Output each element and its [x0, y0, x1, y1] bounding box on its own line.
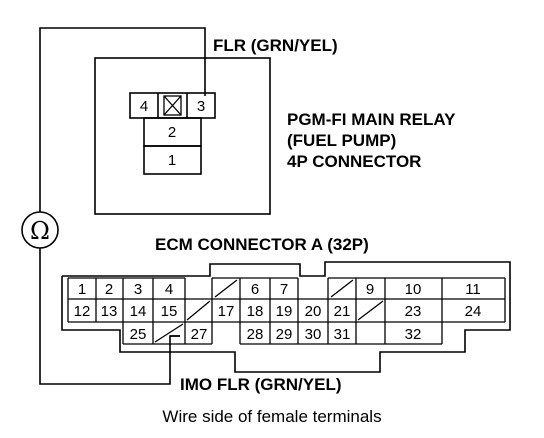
ecm-pin-19: 19 [276, 303, 293, 320]
ohmmeter-icon: Ω [21, 211, 59, 249]
ecm-pin-7: 7 [280, 281, 288, 298]
ecm-pin-30: 30 [305, 326, 322, 343]
ecm-pin-28: 28 [247, 326, 264, 343]
relay-title-line3: 4P CONNECTOR [287, 152, 421, 171]
ecm-pin-1: 1 [78, 281, 86, 298]
ecm-pin-12: 12 [74, 303, 91, 320]
ecm-pin-13: 13 [101, 303, 118, 320]
ecm-connector-title: ECM CONNECTOR A (32P) [155, 235, 369, 254]
ecm-row-3 [122, 322, 443, 345]
ecm-pin-2: 2 [105, 281, 113, 298]
ecm-connector: 1 2 3 4 6 7 9 10 11 12 13 14 15 17 18 19… [61, 261, 511, 373]
ecm-pin-17: 17 [218, 303, 235, 320]
ecm-pin-27: 27 [191, 326, 208, 343]
ecm-empty-slot-16 [186, 300, 211, 321]
ecm-empty-slot-22 [357, 300, 384, 321]
ecm-pin-24: 24 [465, 303, 482, 320]
ecm-pin-10: 10 [405, 281, 422, 298]
relay-pin-empty-cell [163, 95, 182, 116]
ecm-pin-3: 3 [134, 281, 142, 298]
ecm-row-2 [67, 298, 506, 323]
ecm-pin-14: 14 [130, 303, 147, 320]
ecm-pin-20: 20 [305, 303, 322, 320]
ecm-empty-slot-5 [214, 279, 238, 298]
main-relay-connector: 4 3 2 1 [94, 57, 271, 215]
flr-test-lead [39, 27, 206, 212]
relay-pin-2: 2 [168, 124, 176, 141]
ecm-pin-9: 9 [366, 281, 374, 298]
ecm-pin-31: 31 [334, 326, 351, 343]
ecm-empty-slot-26 [154, 323, 184, 343]
ecm-pin-32: 32 [405, 326, 422, 343]
ecm-pin-21: 21 [334, 303, 351, 320]
ohmmeter-circle [21, 211, 59, 249]
ecm-pin-4: 4 [165, 281, 173, 298]
imo-flr-wire-label: IMO FLR (GRN/YEL) [180, 375, 341, 394]
ecm-pin-29: 29 [276, 326, 293, 343]
ecm-pin-6: 6 [251, 281, 259, 298]
relay-pin-3: 3 [197, 98, 205, 115]
ecm-pin-23: 23 [405, 303, 422, 320]
ecm-empty-slot-8 [330, 279, 354, 298]
ecm-row-1 [67, 277, 506, 299]
relay-connector-housing [94, 57, 271, 215]
ecm-pin-15: 15 [161, 303, 178, 320]
relay-pin-1-cell [143, 145, 202, 175]
ecm-connector-housing [61, 261, 511, 373]
relay-pin-4: 4 [140, 98, 148, 115]
relay-title-line1: PGM-FI MAIN RELAY [287, 110, 456, 129]
flr-wire-label: FLR (GRN/YEL) [213, 36, 338, 55]
ecm-pin-25: 25 [130, 326, 147, 343]
ecm-pin-18: 18 [247, 303, 264, 320]
relay-title-line2: (FUEL PUMP) [287, 131, 396, 150]
ohm-symbol: Ω [30, 217, 50, 245]
ecm-pin-11: 11 [465, 281, 481, 298]
relay-pin-1: 1 [168, 152, 176, 169]
diagram-caption: Wire side of female terminals [162, 407, 381, 426]
ohmmeter-wiring [39, 27, 206, 385]
